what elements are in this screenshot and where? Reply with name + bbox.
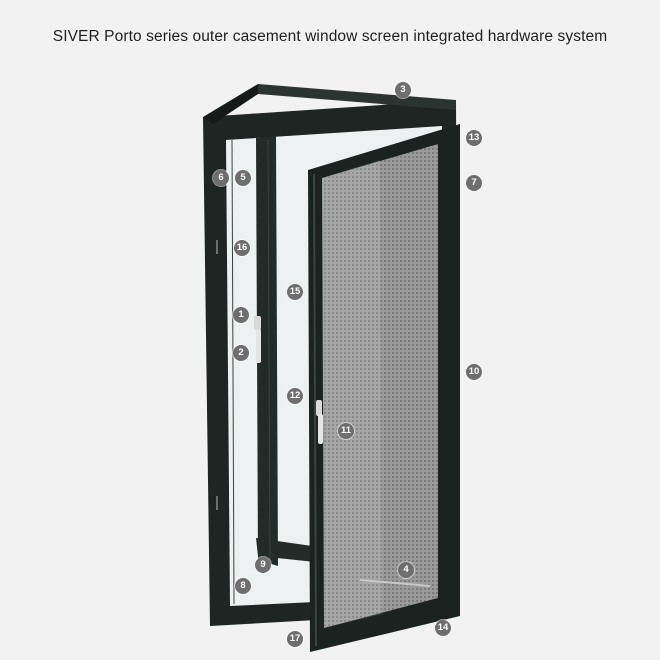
- callout-3: 3: [395, 82, 411, 98]
- callout-5: 5: [235, 170, 251, 186]
- callout-10: 10: [466, 364, 482, 380]
- callout-13: 13: [466, 130, 482, 146]
- callout-15: 15: [287, 284, 303, 300]
- callout-2: 2: [233, 345, 249, 361]
- screen-handle: [316, 400, 323, 444]
- callout-11: 11: [338, 423, 354, 439]
- callout-4: 4: [398, 562, 414, 578]
- bottom-hardware: [359, 579, 431, 587]
- callout-16: 16: [234, 240, 250, 256]
- screen-sash: [308, 124, 460, 652]
- callout-1: 1: [233, 307, 249, 323]
- callout-6: 6: [213, 170, 229, 186]
- callout-7: 7: [466, 175, 482, 191]
- callout-12: 12: [287, 388, 303, 404]
- inner-handle: [254, 316, 261, 363]
- callout-8: 8: [235, 578, 251, 594]
- left-jamb-detail: [216, 139, 235, 605]
- diagram-title: SIVER Porto series outer casement window…: [52, 28, 608, 45]
- callout-9: 9: [255, 557, 271, 573]
- callout-17: 17: [287, 631, 303, 647]
- callout-14: 14: [435, 620, 451, 636]
